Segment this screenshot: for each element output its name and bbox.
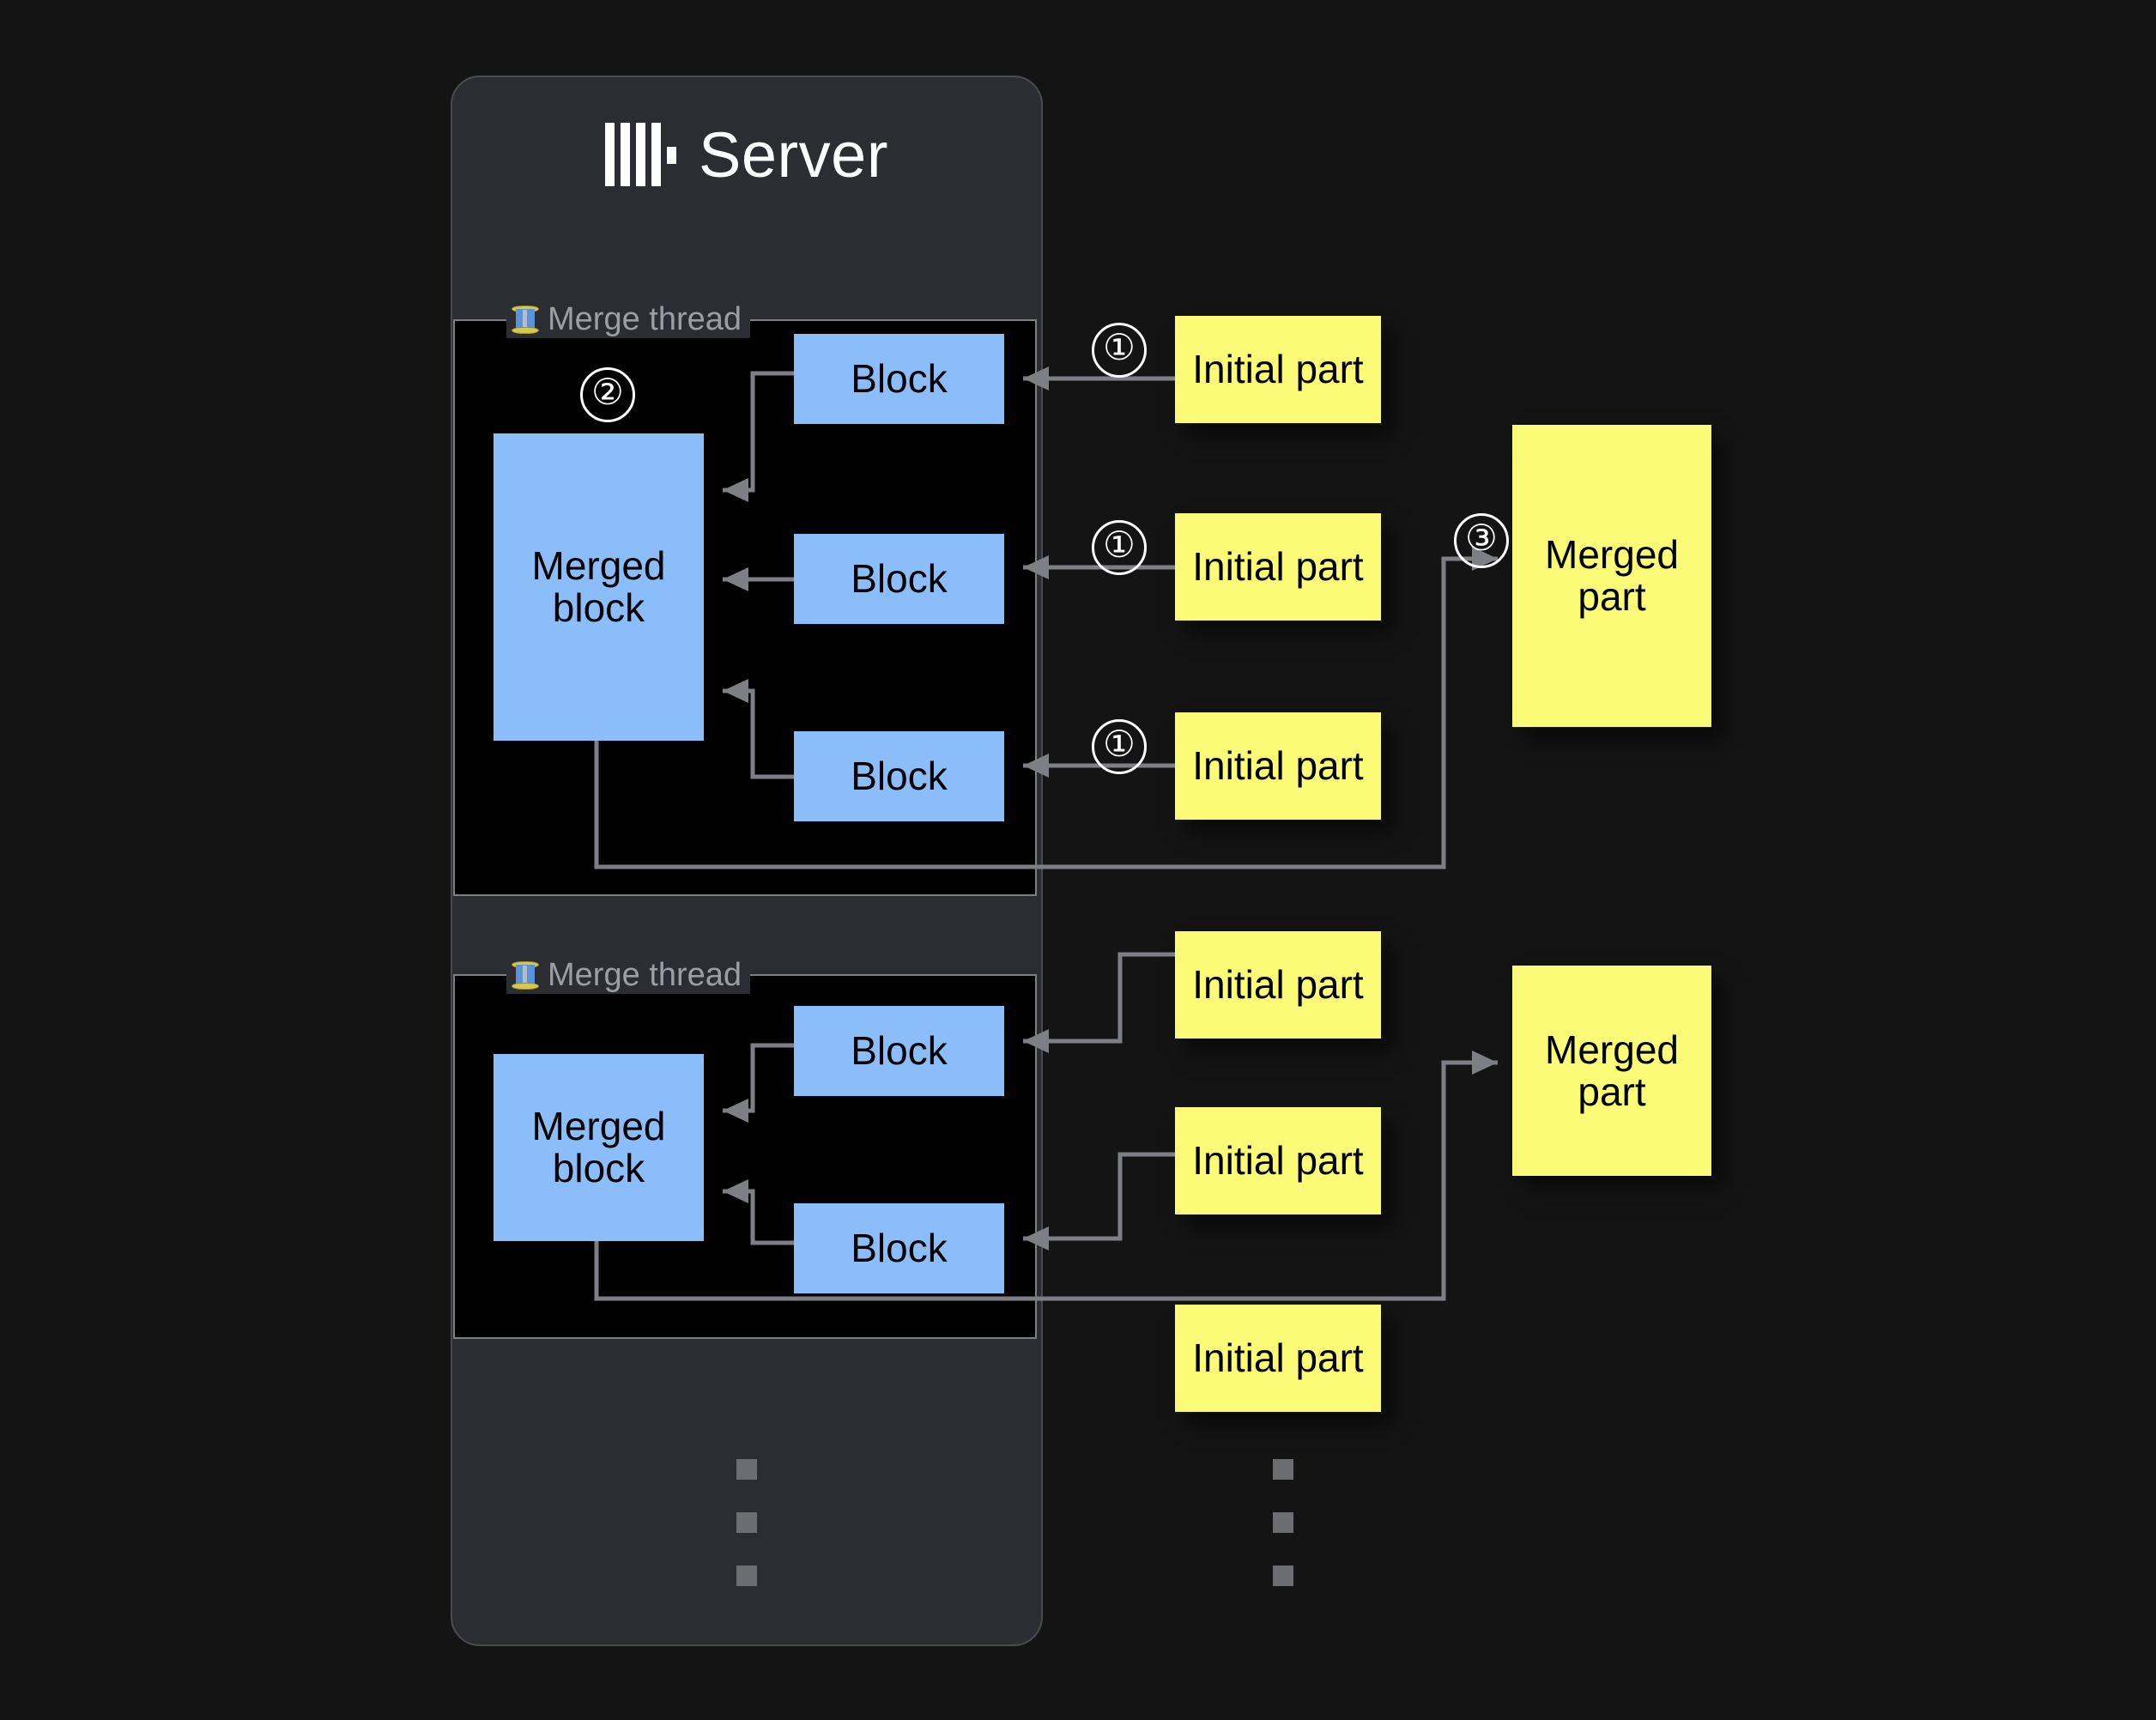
merged-block-1: Merged block [494,433,704,741]
step-marker-1-a: ① [1092,323,1147,378]
server-title-text: Server [699,118,888,191]
initial-part-1-1-label: Initial part [1192,347,1364,392]
step-marker-1-b: ① [1092,520,1147,575]
merged-block-2-label: Merged block [531,1104,666,1190]
step-marker-2: ② [580,367,635,422]
initial-part-2-2-label: Initial part [1192,1138,1364,1184]
initial-part-2-1-label: Initial part [1192,962,1364,1008]
block-2-2: Block [794,1203,1004,1293]
merge-thread-label-1: Merge thread [506,300,751,338]
initial-part-2-2: Initial part [1175,1107,1381,1214]
step-marker-1-c: ① [1092,719,1147,774]
clickhouse-logo-icon [605,123,677,186]
merge-thread-label-2: Merge thread [506,956,751,994]
block-1-3: Block [794,731,1004,821]
block-1-3-label: Block [851,754,948,799]
block-2-2-label: Block [851,1226,948,1271]
block-1-2: Block [794,534,1004,624]
merged-block-2: Merged block [494,1054,704,1241]
initial-part-2-1: Initial part [1175,931,1381,1039]
merged-block-1-label: Merged block [531,543,666,630]
merged-part-1-label: Merged part [1545,532,1679,619]
merge-thread-label-1-text: Merge thread [548,301,742,337]
step-marker-3: ③ [1454,513,1509,568]
block-1-1-label: Block [851,356,948,402]
server-column-ellipsis [736,1459,757,1619]
merge-thread-label-2-text: Merge thread [548,957,742,993]
parts-column-ellipsis [1273,1459,1293,1619]
block-2-1: Block [794,1006,1004,1096]
initial-part-1-3-label: Initial part [1192,743,1364,789]
initial-part-1-1: Initial part [1175,316,1381,423]
thread-spool-icon [510,956,541,994]
merged-part-1: Merged part [1512,425,1711,727]
block-2-1-label: Block [851,1028,948,1074]
block-1-1: Block [794,334,1004,424]
initial-part-2-3-label: Initial part [1192,1335,1364,1381]
initial-part-1-2: Initial part [1175,513,1381,621]
server-title: Server [451,113,1043,196]
initial-part-1-3: Initial part [1175,712,1381,820]
thread-spool-icon [510,300,541,338]
initial-part-1-2-label: Initial part [1192,544,1364,590]
merged-part-2: Merged part [1512,966,1711,1176]
block-1-2-label: Block [851,556,948,602]
initial-part-2-3: Initial part [1175,1305,1381,1412]
merged-part-2-label: Merged part [1545,1027,1679,1114]
